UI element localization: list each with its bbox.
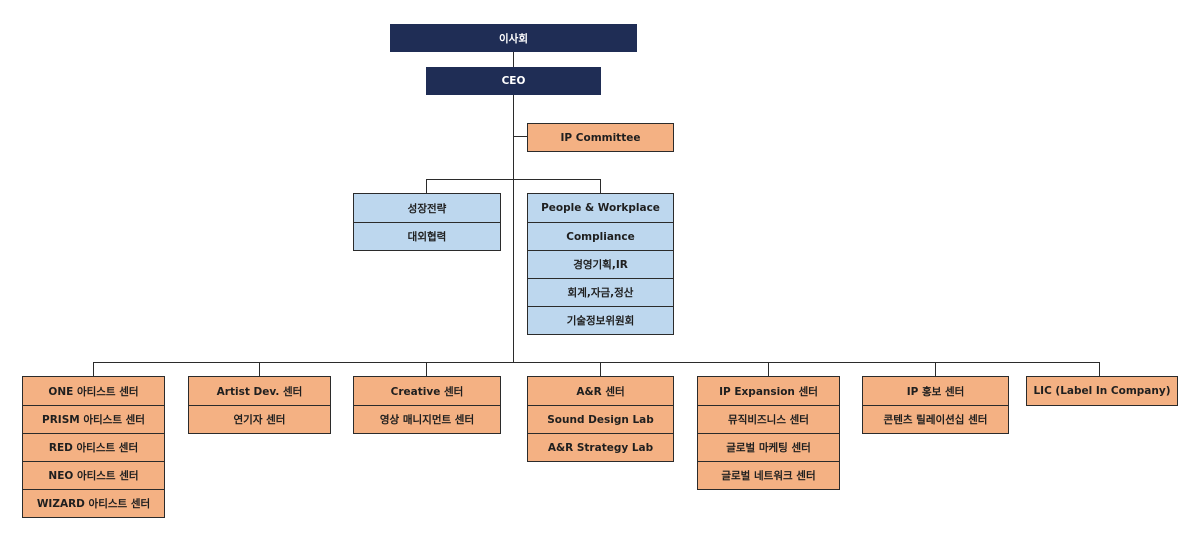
staff-unit: 회계,자금,정산 — [528, 278, 673, 306]
division-unit: 글로벌 마케팅 센터 — [698, 433, 839, 461]
staff-unit: People & Workplace — [541, 202, 660, 214]
connector-staff-right-drop — [600, 179, 601, 194]
division-unit: 콘텐츠 릴레이션십 센터 — [863, 405, 1008, 433]
connector-division-drop-6 — [935, 362, 936, 377]
ip-committee-box: IP Committee — [527, 123, 674, 152]
ceo-box: CEO — [426, 67, 601, 95]
division-unit: A&R 센터 — [576, 385, 625, 398]
division-unit: 연기자 센터 — [189, 405, 330, 433]
connector-division-drop-5 — [768, 362, 769, 377]
division-unit: 영상 매니지먼트 센터 — [354, 405, 500, 433]
connector-division-drop-7 — [1099, 362, 1100, 377]
connector-committee — [513, 136, 527, 137]
connector-division-bar — [93, 362, 1100, 363]
division-unit: A&R Strategy Lab — [528, 433, 673, 461]
staff-left-stack: 성장전략 대외협력 — [353, 193, 501, 251]
connector-staff-left-drop — [426, 179, 427, 194]
connector-division-drop-3 — [426, 362, 427, 377]
board-box: 이사회 — [390, 24, 637, 52]
division-unit: WIZARD 아티스트 센터 — [23, 489, 164, 517]
staff-unit: 대외협력 — [354, 222, 500, 250]
division-unit: 글로벌 네트워크 센터 — [698, 461, 839, 489]
staff-right-stack: People & Workplace Compliance 경영기획,IR 회계… — [527, 193, 674, 335]
staff-unit: 성장전략 — [407, 202, 447, 215]
division-3-stack: Creative 센터 영상 매니지먼트 센터 — [353, 376, 501, 434]
division-6-stack: IP 홍보 센터 콘텐츠 릴레이션십 센터 — [862, 376, 1009, 434]
division-unit: RED 아티스트 센터 — [23, 433, 164, 461]
division-unit: IP 홍보 센터 — [906, 385, 965, 398]
division-unit: LIC (Label In Company) — [1033, 385, 1171, 397]
division-2-stack: Artist Dev. 센터 연기자 센터 — [188, 376, 331, 434]
division-unit: Artist Dev. 센터 — [216, 385, 303, 398]
staff-unit: 기술정보위원회 — [528, 306, 673, 334]
connector-main-spine — [513, 95, 514, 363]
connector-division-drop-4 — [600, 362, 601, 377]
staff-unit: 경영기획,IR — [528, 250, 673, 278]
division-4-stack: A&R 센터 Sound Design Lab A&R Strategy Lab — [527, 376, 674, 462]
connector-staff-bar — [426, 179, 601, 180]
division-unit: Creative 센터 — [390, 385, 464, 398]
staff-unit: Compliance — [528, 222, 673, 250]
division-unit: 뮤직비즈니스 센터 — [698, 405, 839, 433]
connector-board-ceo — [513, 52, 514, 67]
connector-division-drop-1 — [93, 362, 94, 377]
connector-division-drop-2 — [259, 362, 260, 377]
division-7-stack: LIC (Label In Company) — [1026, 376, 1178, 406]
division-unit: ONE 아티스트 센터 — [48, 385, 139, 398]
division-unit: NEO 아티스트 센터 — [23, 461, 164, 489]
division-unit: Sound Design Lab — [528, 405, 673, 433]
division-5-stack: IP Expansion 센터 뮤직비즈니스 센터 글로벌 마케팅 센터 글로벌… — [697, 376, 840, 490]
division-unit: IP Expansion 센터 — [719, 385, 818, 398]
division-1-stack: ONE 아티스트 센터 PRISM 아티스트 센터 RED 아티스트 센터 NE… — [22, 376, 165, 518]
division-unit: PRISM 아티스트 센터 — [23, 405, 164, 433]
